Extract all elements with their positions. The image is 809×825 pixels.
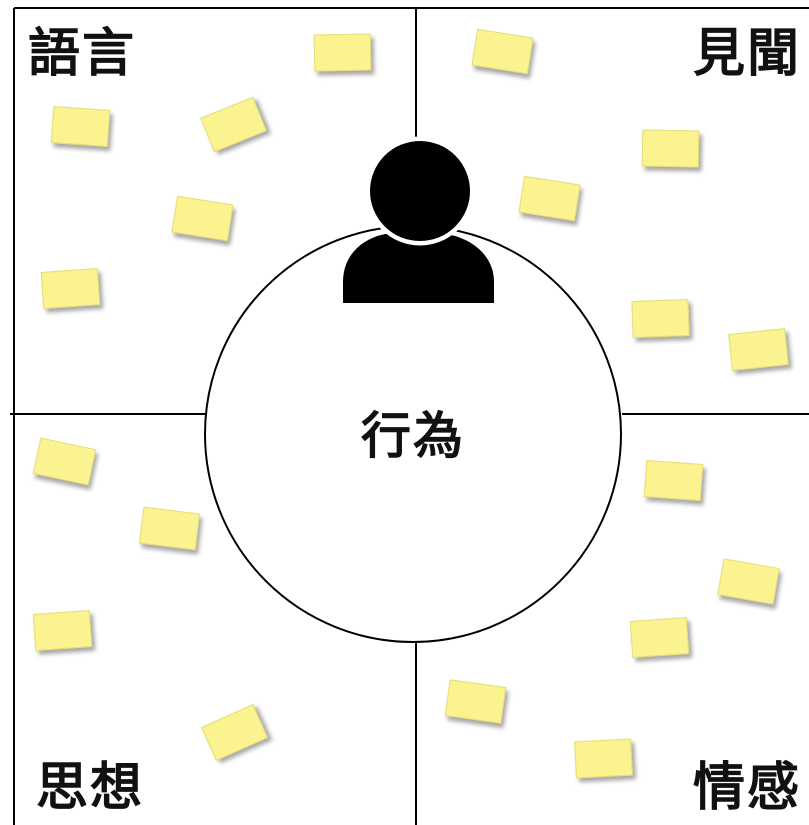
sticky-note[interactable] bbox=[32, 610, 93, 651]
quadrant-label-emotion: 情感 bbox=[692, 758, 801, 818]
sticky-note[interactable] bbox=[574, 738, 633, 779]
quadrant-label-thought: 思想 bbox=[36, 758, 145, 818]
sticky-note[interactable] bbox=[313, 33, 372, 72]
sticky-note[interactable] bbox=[138, 506, 201, 551]
sticky-note[interactable] bbox=[50, 106, 111, 147]
sticky-note[interactable] bbox=[629, 617, 690, 658]
sticky-note[interactable] bbox=[444, 679, 507, 724]
quadrant-label-perception: 見聞 bbox=[692, 24, 801, 84]
center-label: 行為 bbox=[361, 407, 465, 465]
person-icon bbox=[339, 136, 498, 307]
sticky-note[interactable] bbox=[40, 268, 101, 309]
sticky-note[interactable] bbox=[631, 299, 690, 338]
quadrant-label-speech: 語言 bbox=[28, 24, 137, 84]
sticky-note[interactable] bbox=[728, 328, 789, 371]
sticky-note[interactable] bbox=[643, 460, 704, 501]
sticky-note[interactable] bbox=[641, 129, 700, 168]
